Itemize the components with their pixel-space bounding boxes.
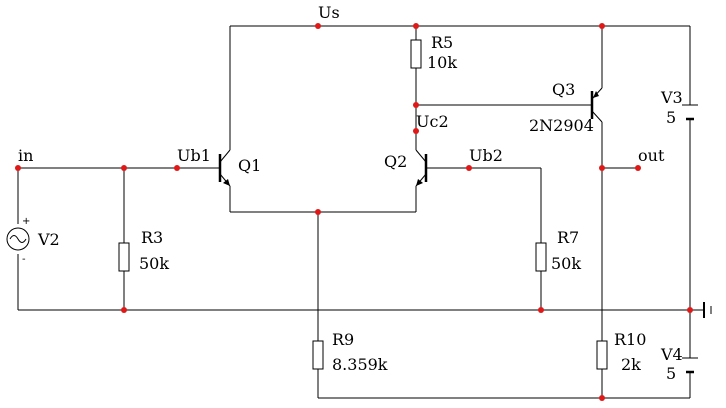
node-r3-bottom[interactable] — [121, 307, 127, 313]
r10-name: R10 — [614, 330, 646, 349]
q2-collector-lead — [415, 149, 427, 163]
r3-name: R3 — [141, 228, 163, 247]
node-r10-bottom[interactable] — [599, 395, 605, 401]
node-r7-bottom[interactable] — [538, 307, 544, 313]
node-ub1[interactable] — [174, 165, 180, 171]
r3-value: 50k — [139, 254, 169, 273]
q1-collector-lead — [219, 149, 231, 163]
v3-name: V3 — [660, 88, 683, 107]
r5-value: 10k — [427, 53, 457, 72]
wires — [17, 25, 704, 399]
net-label-ub1: Ub1 — [177, 146, 211, 165]
q3-name: Q3 — [552, 80, 575, 99]
source-v2 — [6, 227, 30, 251]
node-us[interactable] — [315, 23, 321, 29]
node-ub2[interactable] — [466, 165, 472, 171]
q2-name: Q2 — [384, 152, 407, 171]
v2-minus-sign: - — [22, 254, 26, 265]
node-ground[interactable] — [687, 307, 693, 313]
battery-v4 — [682, 357, 698, 374]
resistor-r9 — [312, 340, 324, 370]
transistor-q2 — [415, 149, 438, 187]
r5-name: R5 — [431, 33, 453, 52]
net-label-us: Us — [318, 3, 340, 22]
q3-collector-lead — [591, 110, 603, 123]
net-label-in: in — [18, 146, 33, 165]
resistor-r10 — [596, 340, 608, 370]
q3-model: 2N2904 — [529, 116, 594, 135]
labels: Us in Ub1 Ub2 Uc2 out R5 10k R3 50k R7 5… — [18, 3, 683, 383]
q3-emitter-arrow-icon — [593, 91, 599, 98]
node-r5-top[interactable] — [413, 23, 419, 29]
q1-name: Q1 — [238, 156, 261, 175]
net-label-ub2: Ub2 — [469, 146, 503, 165]
node-q3-emitter[interactable] — [599, 23, 605, 29]
ac-source-icon — [6, 227, 30, 251]
v2-name: V2 — [37, 230, 60, 249]
resistor-r3 — [118, 242, 130, 272]
resistors — [118, 39, 608, 370]
transistor-q3 — [590, 87, 603, 123]
transistor-q1 — [208, 149, 231, 187]
node-out[interactable] — [635, 165, 641, 171]
ground-symbol — [703, 302, 712, 318]
sine-wave-icon — [9, 235, 27, 243]
node-uc2[interactable] — [413, 128, 419, 134]
r9-value: 8.359k — [332, 355, 388, 374]
battery-v3 — [682, 104, 698, 121]
v3-value: 5 — [666, 108, 676, 127]
node-in[interactable] — [15, 165, 21, 171]
v2-plus-sign: + — [22, 216, 30, 227]
r9-name: R9 — [332, 330, 354, 349]
q1-emitter-arrow-icon — [223, 179, 230, 186]
q2-emitter-arrow-icon — [416, 179, 423, 186]
r7-name: R7 — [557, 228, 579, 247]
r10-value: 2k — [621, 355, 641, 374]
node-r5-bottom[interactable] — [413, 102, 419, 108]
resistor-r5 — [410, 39, 422, 69]
node-r3-top[interactable] — [121, 165, 127, 171]
r7-value: 50k — [551, 254, 581, 273]
node-dots — [15, 23, 693, 401]
resistor-r7 — [535, 242, 547, 272]
v4-name: V4 — [660, 345, 683, 364]
net-label-uc2: Uc2 — [416, 112, 449, 131]
v4-value: 5 — [666, 364, 676, 383]
node-emitters[interactable] — [315, 209, 321, 215]
net-label-out: out — [638, 146, 665, 165]
node-q3-collector[interactable] — [599, 165, 605, 171]
